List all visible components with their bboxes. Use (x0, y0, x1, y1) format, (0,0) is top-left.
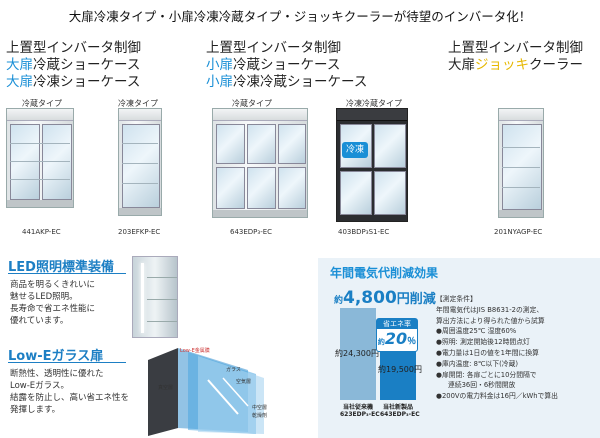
group-3-line2: 大扉ジョッキクーラー (448, 57, 583, 73)
group-2-line2: 小扉冷蔵ショーケース (206, 57, 341, 73)
group-1-line2: 大扉冷蔵ショーケース (6, 57, 141, 73)
group-1-line1: 上置型インバータ制御 (6, 40, 141, 56)
model-label-1: 441AKP-EC (22, 228, 61, 236)
label-vacuum: 真空層 (158, 385, 174, 391)
type-label-2: 冷凍タイプ (118, 99, 158, 108)
group-2-line1: 上置型インバータ制御 (206, 40, 341, 56)
fridge-203efkp (118, 108, 162, 216)
bar-old-model (340, 308, 376, 400)
fridge-441akp (6, 108, 74, 208)
group-2-line3: 小扉冷凍冷蔵ショーケース (206, 74, 368, 90)
type-label-3: 冷蔵タイプ (232, 99, 272, 108)
headline: 大扉冷凍タイプ・小扉冷凍冷蔵タイプ・ジョッキクーラーが待望のインバータ化！ (68, 9, 532, 24)
conditions-block: 【測定条件】 年間電気代はJIS B8631-2の測定、 算出方法により得られた… (436, 295, 558, 401)
savings-rate-badge: 省エネ率 約20％ (376, 318, 418, 352)
group-title-1: 上置型インバータ制御 大扉冷蔵ショーケース 大扉冷凍ショーケース (6, 40, 141, 91)
model-label-5: 201NYAGP-EC (494, 228, 543, 236)
type-label-1: 冷蔵タイプ (22, 99, 62, 108)
group-3-line1: 上置型インバータ制御 (448, 40, 583, 56)
savings-amount: 約4,800円削減 (334, 288, 436, 308)
lowe-title: Low-Eガラス扉 (8, 349, 104, 364)
label-glass: ガラス (226, 367, 241, 373)
glass-diagram (148, 348, 264, 436)
freeze-badge: 冷凍 (342, 142, 368, 158)
new-value-label: 約19,500円 (378, 365, 422, 374)
type-label-4: 冷凍冷蔵タイプ (346, 99, 402, 108)
led-underline (8, 273, 126, 274)
group-1-line3: 大扉冷凍ショーケース (6, 74, 141, 90)
led-photo (132, 256, 178, 338)
lowe-underline (8, 362, 126, 363)
group-title-2: 上置型インバータ制御 小扉冷蔵ショーケース 小扉冷凍冷蔵ショーケース (206, 40, 367, 91)
group-title-3: 上置型インバータ制御 大扉ジョッキクーラー (448, 40, 583, 74)
fridge-643edp (212, 108, 308, 218)
label-air: 空気層 (236, 379, 252, 385)
old-value-label: 約24,300円 (335, 349, 379, 358)
model-label-2: 203EFKP-EC (118, 228, 161, 236)
savings-title: 年間電気代削減効果 (330, 266, 439, 280)
model-label-4: 403BDP₃S1-EC (338, 228, 390, 236)
led-title: LED照明標準装備 (8, 260, 114, 275)
fridge-201nyagp (498, 108, 544, 218)
model-label-3: 643EDP₃-EC (230, 228, 273, 236)
led-description: 商品を明るくきれいに魅せるLED照明。長寿命で省エネ性能に優れています。 (10, 280, 96, 326)
label-hollow: 中空層 (252, 405, 268, 411)
label-dry: 乾燥剤 (252, 413, 268, 419)
fridge-403bdp (336, 108, 408, 222)
label-lowe-film: Low-E金属膜 (180, 348, 210, 354)
